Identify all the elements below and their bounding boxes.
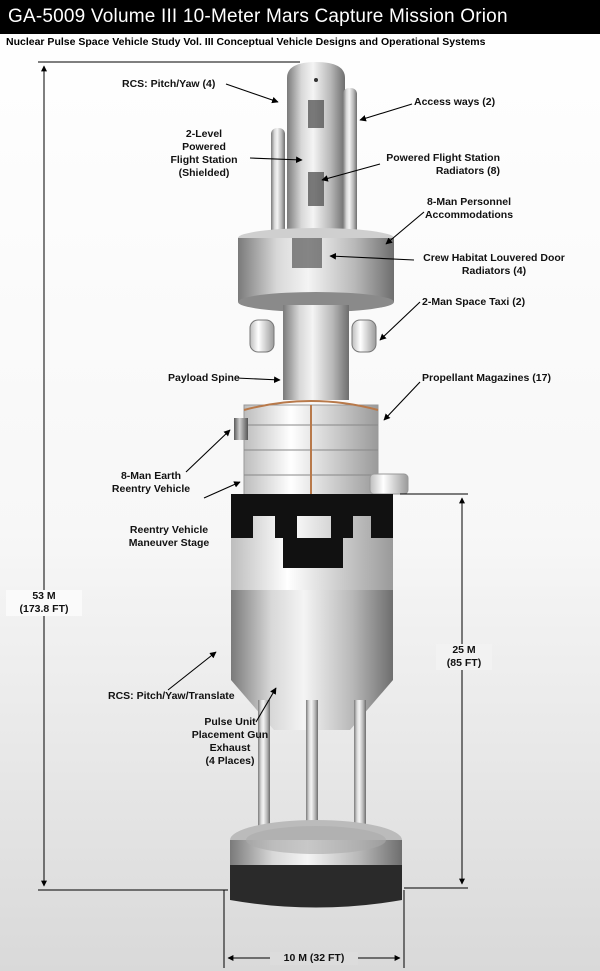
space-taxi-right [351,319,377,353]
access-way-left [271,128,285,248]
space-taxi-left [249,319,275,353]
dimension-lower-height: 25 M (85 FT) [436,644,492,670]
label-earth-reentry-vehicle: 8-Man Earth Reentry Vehicle [111,470,191,495]
label-louvered-door-radiators: Crew Habitat Louvered Door Radiators (4) [423,252,565,277]
page-title: GA-5009 Volume III 10-Meter Mars Capture… [0,0,600,34]
earth-reentry-vehicle [369,473,409,495]
pusher-plate [230,820,402,908]
dimension-lines [38,61,468,968]
shock-absorbers [258,700,366,850]
label-pulse-unit-gun: Pulse Unit Placement Gun Exhaust (4 Plac… [191,716,269,767]
reentry-maneuver-stage [231,494,393,590]
label-rcs-pitch-yaw: RCS: Pitch/Yaw (4) [122,78,216,90]
flight-station [271,62,357,253]
louvered-door-radiator [292,238,322,268]
crew-habitat [238,228,394,312]
label-personnel-accommodations: 8-Man Personnel Accommodations [424,196,514,221]
label-rcs-pitch-yaw-translate: RCS: Pitch/Yaw/Translate [108,690,235,702]
label-space-taxi: 2-Man Space Taxi (2) [422,296,526,308]
payload-spine [283,305,349,400]
label-access-ways: Access ways (2) [414,96,496,108]
propellant-magazines [234,400,379,496]
dimension-diameter: 10 M (32 FT) [270,952,358,965]
page-subtitle: Nuclear Pulse Space Vehicle Study Vol. I… [6,36,486,48]
access-way-right [343,88,357,238]
dimension-total-height: 53 M (173.8 FT) [6,590,82,616]
label-reentry-maneuver-stage: Reentry Vehicle Maneuver Stage [128,524,210,549]
label-flight-station: 2-Level Powered Flight Station (Shielded… [170,128,238,179]
label-propellant-magazines: Propellant Magazines (17) [422,372,551,384]
leader-lines [167,83,425,723]
label-payload-spine: Payload Spine [168,372,240,384]
lower-tank [231,590,393,680]
label-flight-station-radiators: Powered Flight Station Radiators (8) [386,152,500,177]
